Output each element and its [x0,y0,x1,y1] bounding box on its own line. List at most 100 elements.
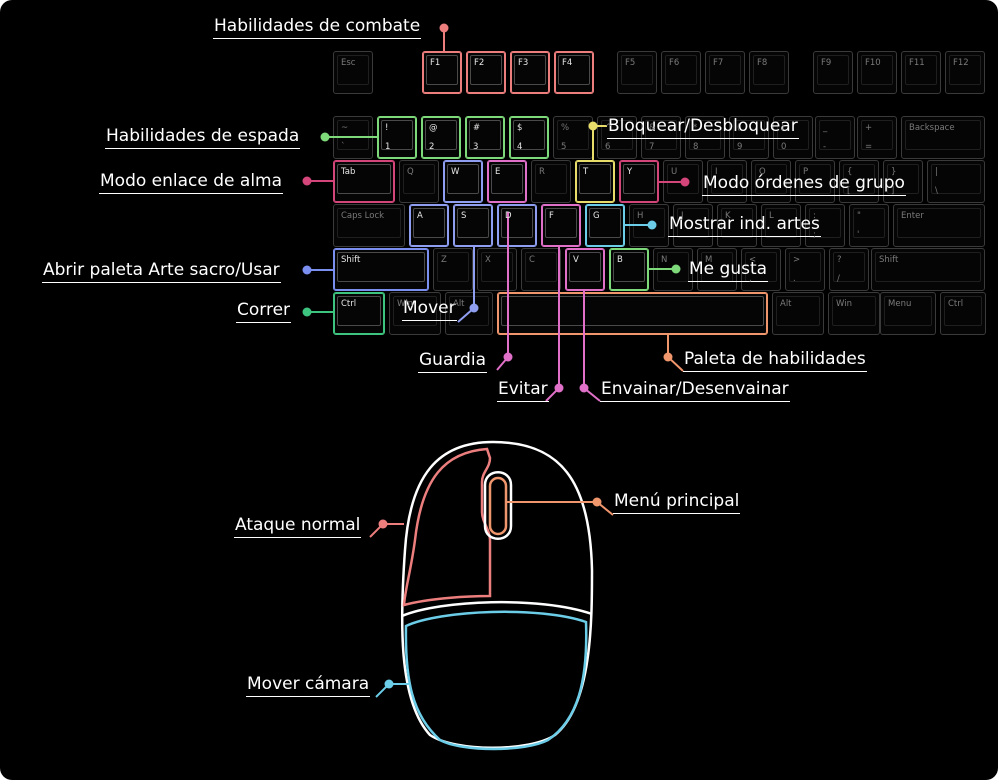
key-f9: F9 [813,51,853,94]
leader-dot-guard [503,352,513,362]
key-label: Z [441,255,447,265]
key-label: P [803,167,809,177]
key-label-top: * [693,123,698,133]
key-3: #3 [465,116,505,159]
key-w: W [443,160,483,203]
key-label-top: ) [781,123,785,133]
key-label-top: ! [385,123,389,133]
key-z: Z [433,248,473,291]
key-1: !1 [377,116,417,159]
key-label-bottom: ` [341,142,346,152]
key-label: C [529,255,535,265]
key-label: F7 [713,58,724,68]
callout-lock: Bloquear/Desbloquear [607,115,799,139]
key-f7: F7 [705,51,745,94]
key-ctrl: Ctrl [333,292,385,335]
key-label-bottom: . [793,274,796,284]
key-label: S [461,211,467,221]
key-y: Y [619,160,659,203]
leader-dot-menu [592,497,602,507]
leader-dot-evade [554,383,564,393]
key-?: ?/ [829,248,869,291]
key-label-bottom: ] [891,186,895,196]
key-label: Y [627,167,633,177]
key-f6: F6 [661,51,701,94]
key-label-bottom: ' [857,230,860,240]
callout-run: Correr [236,299,292,323]
callout-guard: Guardia [418,349,487,373]
callout-soul: Modo enlace de alma [99,170,284,194]
key-f: F [541,204,581,247]
callout-palette: Abrir paleta Arte sacro/Usar [42,259,281,283]
key-label: F1 [430,58,441,68]
key-f5: F5 [617,51,657,94]
mouse-scroll-outer [483,471,513,540]
key-label: Win [397,299,413,309]
key-t: T [575,160,615,203]
key-label-top: # [473,123,481,133]
key-label: O [759,167,766,177]
leader-dot-lock [588,121,598,131]
key-6: ^6 [597,116,637,159]
key-<: <, [741,248,781,291]
key-label: Tab [341,167,356,177]
key-label: } [891,167,897,177]
callout-attack: Ataque normal [234,514,362,538]
key-f8: F8 [749,51,789,94]
key-f11: F11 [901,51,941,94]
callout-sheathe: Envainar/Desenvainar [600,378,790,402]
key-2: @2 [421,116,461,159]
key-r: R [531,160,571,203]
mouse-split-line [401,600,593,618]
key-label-top: % [561,123,570,133]
key--: _- [815,116,855,159]
key-label: Ctrl [948,299,964,309]
key-label-bottom: 8 [693,142,699,152]
key-label: G [593,211,600,221]
key-label: E [495,167,501,177]
mouse-left-button-highlight [402,447,492,607]
mouse-body-outline [400,440,594,749]
key-f10: F10 [857,51,897,94]
callout-group: Modo órdenes de grupo [702,172,906,196]
key-label-bottom: 3 [473,142,479,152]
key-f1: F1 [422,51,462,94]
key-8: *8 [685,116,725,159]
key-d: D [497,204,537,247]
key-label-bottom: 0 [781,142,787,152]
key-label: Enter [901,211,924,221]
leader-dot-move [469,303,479,313]
leader-dot-skill [663,352,673,362]
key->: >. [785,248,825,291]
key-label-top: & [649,123,656,133]
key-label: Shift [879,255,899,265]
key-label: { [847,167,853,177]
key-label: F8 [757,58,768,68]
key-k: K [717,204,757,247]
key-label: F2 [474,58,485,68]
callout-like: Me gusta [688,258,769,282]
key-label: Caps Lock [341,211,385,221]
key-q: Q [399,160,439,203]
leader-dot-attack [378,519,388,529]
key-f3: F3 [510,51,550,94]
key-label-bottom: 9 [737,142,743,152]
key-label: X [485,255,491,265]
key-l: L [761,204,801,247]
key-win: Win [828,292,880,335]
key-caps-lock: Caps Lock [333,204,405,247]
mouse-scroll-wheel [488,476,508,536]
key-label: J [681,211,684,221]
key-shift: Shift [871,248,985,291]
key-0: )0 [773,116,813,159]
key-label: F10 [865,58,881,68]
key-label: F12 [953,58,969,68]
key-label: B [617,255,623,265]
key-backspace: Backspace [901,116,985,159]
key-label-bottom: [ [847,186,851,196]
key-tab: Tab [333,160,395,203]
key-9: (9 [729,116,769,159]
key-menu: Menu [880,292,936,335]
key-space [497,292,768,335]
